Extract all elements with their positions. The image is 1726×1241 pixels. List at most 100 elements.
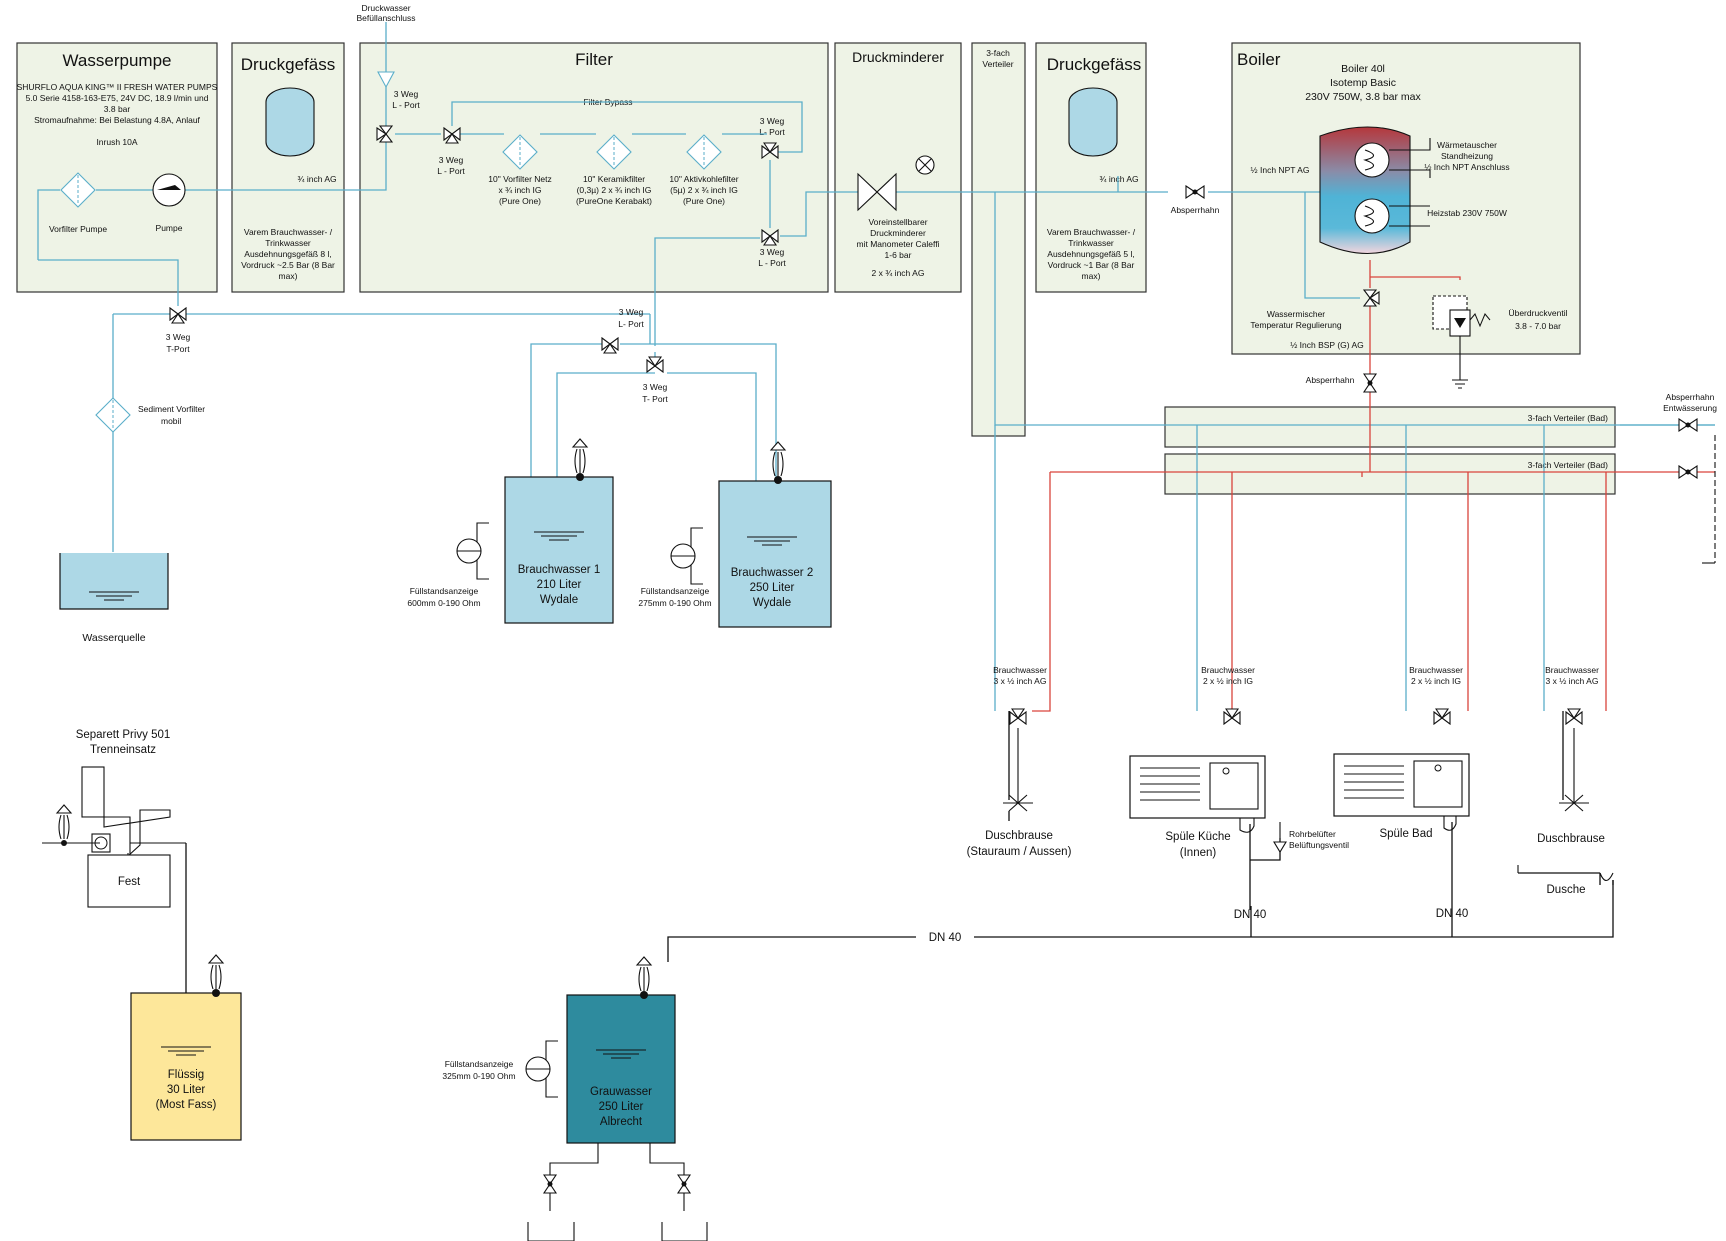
outlet-label: Brauchwasser — [1201, 665, 1255, 675]
valve-label: T- Port — [642, 394, 668, 404]
vessel-desc-line: Ausdehnungsgefäß 5 l, — [1047, 249, 1134, 259]
pump-desc-line: 3.8 bar — [104, 104, 131, 114]
sink-label: (Innen) — [1180, 847, 1217, 859]
valve-label: L - Port — [437, 166, 465, 176]
sink-label: Spüle Küche — [1165, 831, 1230, 843]
pressure-relief-valve-icon — [1432, 295, 1491, 389]
pipe-size-label: DN 40 — [929, 932, 962, 944]
shower-head-icon — [1003, 728, 1033, 812]
panel-verteiler-3fach: 3-fach Verteiler — [971, 42, 1026, 437]
filter-label: 10" Vorfilter Netz — [488, 174, 552, 184]
tank-label: 210 Liter — [537, 579, 582, 591]
relief-valve-label: Überdruckventil — [1508, 308, 1567, 318]
sediment-label: mobil — [161, 416, 181, 426]
valve-label: 3 Weg — [439, 155, 464, 165]
connection-label: 2 x ¾ inch AG — [872, 268, 925, 278]
panel-title: Druckgefäss — [241, 55, 335, 74]
outlet-label: Brauchwasser — [1545, 665, 1599, 675]
vessel-desc-line: Trinkwasser — [1068, 238, 1114, 248]
level-sensor-label: 275mm 0-190 Ohm — [638, 598, 711, 608]
level-sensor-label: 600mm 0-190 Ohm — [407, 598, 480, 608]
three-way-valve-icon — [601, 337, 619, 354]
filter-label: (Pure One) — [499, 196, 541, 206]
panel-title: Verteiler — [982, 59, 1013, 69]
tank-label: Wydale — [540, 594, 578, 606]
pump-desc-line: 5.0 Serie 4158-163-E75, 24V DC, 18.9 l/m… — [26, 93, 209, 103]
valve-label: 3 Weg — [394, 89, 419, 99]
reducer-desc-line: 1-6 bar — [885, 250, 912, 260]
vent-icon — [572, 438, 588, 474]
level-sensor-icon — [525, 1040, 559, 1098]
outlet-label: 3 x ½ inch AG — [994, 676, 1047, 686]
valve-label: 3 Weg — [166, 332, 191, 342]
aav-label: Rohrbelüfter — [1289, 829, 1336, 839]
heater-label: Heizstab 230V 750W — [1427, 208, 1507, 218]
tank-label: 250 Liter — [599, 1101, 644, 1113]
vent-icon — [636, 956, 652, 992]
pump-label: Pumpe — [156, 223, 183, 233]
valve-label: T-Port — [166, 344, 190, 354]
boiler-model-line: Boiler 40l — [1341, 63, 1385, 75]
sink-icon — [1333, 753, 1470, 831]
expansion-vessel — [1068, 87, 1118, 157]
drain-valve-icon — [1678, 418, 1698, 432]
manifold-label: 3-fach Verteiler (Bad) — [1528, 460, 1608, 470]
filter-label: 10" Aktivkohlefilter — [669, 174, 738, 184]
pipe-size-label: DN 40 — [1436, 908, 1469, 920]
shower-tray-icon — [1517, 865, 1614, 882]
heat-exchanger-label: ½ Inch NPT Anschluss — [1424, 162, 1509, 172]
heater-icon — [1354, 198, 1430, 234]
panel-druckgefaess-2: Druckgefäss ¾ inch AG Varem Brauchwasser… — [1035, 42, 1147, 293]
valve-label: 3 Weg — [643, 382, 668, 392]
vessel-desc-line: Varem Brauchwasser- / — [244, 227, 333, 237]
filter-label: x ¾ inch IG — [499, 185, 542, 195]
manifold-label: 3-fach Verteiler (Bad) — [1528, 413, 1608, 423]
hot-water-pipes — [1032, 260, 1715, 712]
panel-title: Wasserpumpe — [63, 51, 172, 70]
solid-container-label: Fest — [118, 876, 141, 888]
reducer-desc-line: Druckminderer — [870, 228, 926, 238]
tank-label: 250 Liter — [750, 582, 795, 594]
toilet-label: Trenneinsatz — [90, 744, 156, 756]
shutoff-label: Absperrhahn — [1306, 375, 1355, 385]
valve-label: L - Port — [758, 258, 786, 268]
three-way-valve-icon — [646, 356, 664, 373]
pump-desc-line: Stromaufnahme: Bei Belastung 4.8A, Anlau… — [34, 115, 200, 125]
panel-title: Filter — [575, 50, 613, 69]
vent-icon — [56, 804, 72, 840]
tank-label: (Most Fass) — [156, 1099, 217, 1111]
toilet-label: Separett Privy 501 — [76, 729, 171, 741]
vessel-desc-line: Trinkwasser — [265, 238, 311, 248]
vessel-desc-line: max) — [1082, 271, 1101, 281]
level-sensor-icon — [670, 527, 704, 585]
ball-valve-icon — [1185, 185, 1205, 199]
valve-label: L- Port — [759, 127, 785, 137]
shower-head-icon — [1559, 728, 1589, 812]
aav-label: Belüftungsventil — [1289, 840, 1349, 850]
vessel-desc-line: Varem Brauchwasser- / — [1047, 227, 1136, 237]
valve-label: 3 Weg — [619, 307, 644, 317]
level-sensor-label: Füllstandsanzeige — [410, 586, 479, 596]
fill-connection-label: Befüllanschluss — [356, 13, 415, 23]
reducer-desc-line: Voreinstellbarer — [868, 217, 927, 227]
level-sensor-label: Füllstandsanzeige — [641, 586, 710, 596]
mixer-label: Temperatur Regulierung — [1250, 320, 1341, 330]
valve-label: 3 Weg — [760, 247, 785, 257]
air-admittance-valve-icon — [1273, 822, 1287, 854]
vessel-desc-line: Ausdehnungsgefäß 8 l, — [244, 249, 331, 259]
relief-valve-label: 3.8 - 7.0 bar — [1515, 321, 1561, 331]
heat-exchanger-label: Standheizung — [1441, 151, 1493, 161]
pipe-size-label: DN 40 — [1234, 909, 1267, 921]
pump-desc-line: SHURFLO AQUA KING™ II FRESH WATER PUMPS — [17, 82, 218, 92]
tank-label: Wydale — [753, 597, 791, 609]
reducer-desc-line: mit Manometer Caleffi — [857, 239, 940, 249]
separett-toilet: Separett Privy 501 Trenneinsatz Fest — [42, 729, 186, 908]
connection-label: ¾ inch AG — [1099, 174, 1138, 184]
sediment-filter-icon — [95, 397, 131, 433]
vessel-desc-line: Vordruck ~1 Bar (8 Bar — [1048, 260, 1135, 270]
level-sensor-label: Füllstandsanzeige — [445, 1059, 514, 1069]
filter-label: (Pure One) — [683, 196, 725, 206]
heat-exchanger-icon — [1354, 138, 1431, 178]
vent-icon — [208, 954, 224, 990]
